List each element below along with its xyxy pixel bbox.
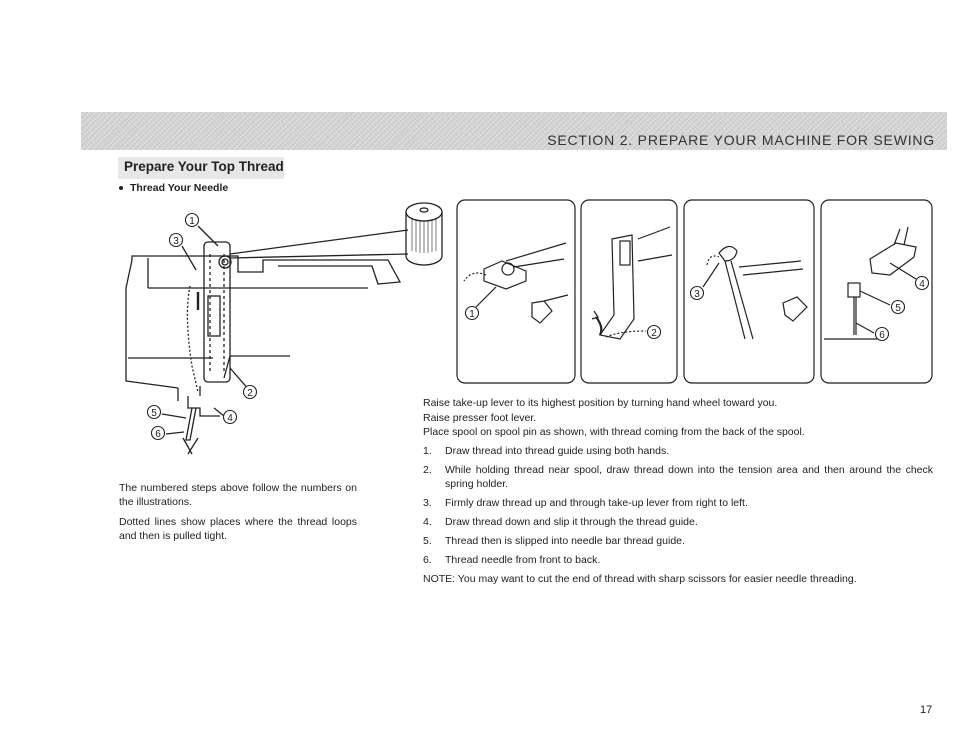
section-banner: SECTION 2. PREPARE YOUR MACHINE FOR SEWI… — [81, 112, 947, 150]
subheading: Prepare Your Top Thread — [124, 159, 284, 174]
step-text: Draw thread into thread guide using both… — [445, 445, 670, 457]
panel2-callout-2-label: 2 — [651, 328, 657, 339]
callout-2-label: 2 — [247, 388, 253, 399]
step-number: 4. — [423, 516, 432, 528]
step-item: 2. While holding thread near spool, draw … — [423, 463, 933, 491]
panel4-callout-4-label: 4 — [919, 279, 925, 290]
panel4-callout-4 — [914, 275, 930, 291]
note-steps-follow: The numbered steps above follow the numb… — [119, 482, 357, 508]
panel4-callout-6 — [874, 326, 890, 342]
steps-list: 1. Draw thread into thread guide using bo… — [423, 444, 933, 572]
step-item: 5. Thread then is slipped into needle bar… — [423, 534, 933, 548]
intro-line: Raise presser foot lever. — [423, 411, 537, 424]
step-number: 6. — [423, 554, 432, 566]
panel3-callout-3 — [689, 285, 705, 301]
detail-panel-4: 4 5 6 — [820, 199, 933, 384]
panel4-callout-6-label: 6 — [879, 330, 885, 341]
subheading-box: Prepare Your Top Thread — [118, 157, 284, 179]
callout-3-label: 3 — [173, 236, 179, 247]
step-item: 6. Thread needle from front to back. — [423, 553, 933, 567]
callout-1 — [184, 212, 200, 228]
step-item: 4. Draw thread down and slip it through t… — [423, 515, 933, 529]
step-number: 3. — [423, 497, 432, 509]
detail-panel-1: 1 — [456, 199, 576, 384]
panel4-callout-5-label: 5 — [895, 303, 901, 314]
step-item: 1. Draw thread into thread guide using bo… — [423, 444, 933, 458]
callout-3 — [168, 232, 184, 248]
callout-4 — [222, 409, 238, 425]
panel1-callout-1 — [464, 305, 480, 321]
panel2-callout-2 — [646, 324, 662, 340]
step-text: Firmly draw thread up and through take-u… — [445, 497, 748, 509]
panel3-callout-3-label: 3 — [694, 289, 700, 300]
detail-panel-2: 2 — [580, 199, 678, 384]
step-text: While holding thread near spool, draw th… — [445, 464, 933, 490]
detail-panel-3: 3 — [683, 199, 815, 384]
step-text: Thread needle from front to back. — [445, 554, 601, 566]
step-text: Draw thread down and slip it through the… — [445, 516, 698, 528]
intro-text: Raise take-up lever to its highest posit… — [423, 396, 933, 440]
step-number: 2. — [423, 464, 432, 476]
panel1-callout-1-label: 1 — [469, 309, 475, 320]
callout-1-label: 1 — [189, 216, 195, 227]
bullet-text: Thread Your Needle — [130, 182, 229, 194]
page-number: 17 — [920, 704, 933, 716]
intro-line: Place spool on spool pin as shown, with … — [423, 426, 805, 438]
step-number: 1. — [423, 445, 432, 457]
bullet-item: Thread Your Needle — [119, 182, 228, 194]
callout-6 — [150, 425, 166, 441]
callout-5 — [146, 404, 162, 420]
step-text: Thread then is slipped into needle bar t… — [445, 535, 685, 547]
machine-illustration: 1 3 2 5 4 6 — [125, 202, 443, 455]
callout-2 — [242, 384, 258, 400]
note-dotted-lines: Dotted lines show places where the threa… — [119, 516, 357, 542]
section-title: SECTION 2. PREPARE YOUR MACHINE FOR SEWI… — [547, 132, 935, 148]
step-number: 5. — [423, 535, 432, 547]
note-text: NOTE: You may want to cut the end of thr… — [423, 573, 857, 585]
panel4-callout-5 — [890, 299, 906, 315]
callout-4-label: 4 — [227, 413, 233, 424]
callout-5-label: 5 — [151, 408, 157, 419]
bullet-dot — [119, 186, 123, 191]
step-item: 3. Firmly draw thread up and through take… — [423, 496, 933, 510]
callout-6-label: 6 — [155, 429, 161, 440]
intro-line: Raise take-up lever to its highest posit… — [423, 397, 778, 409]
